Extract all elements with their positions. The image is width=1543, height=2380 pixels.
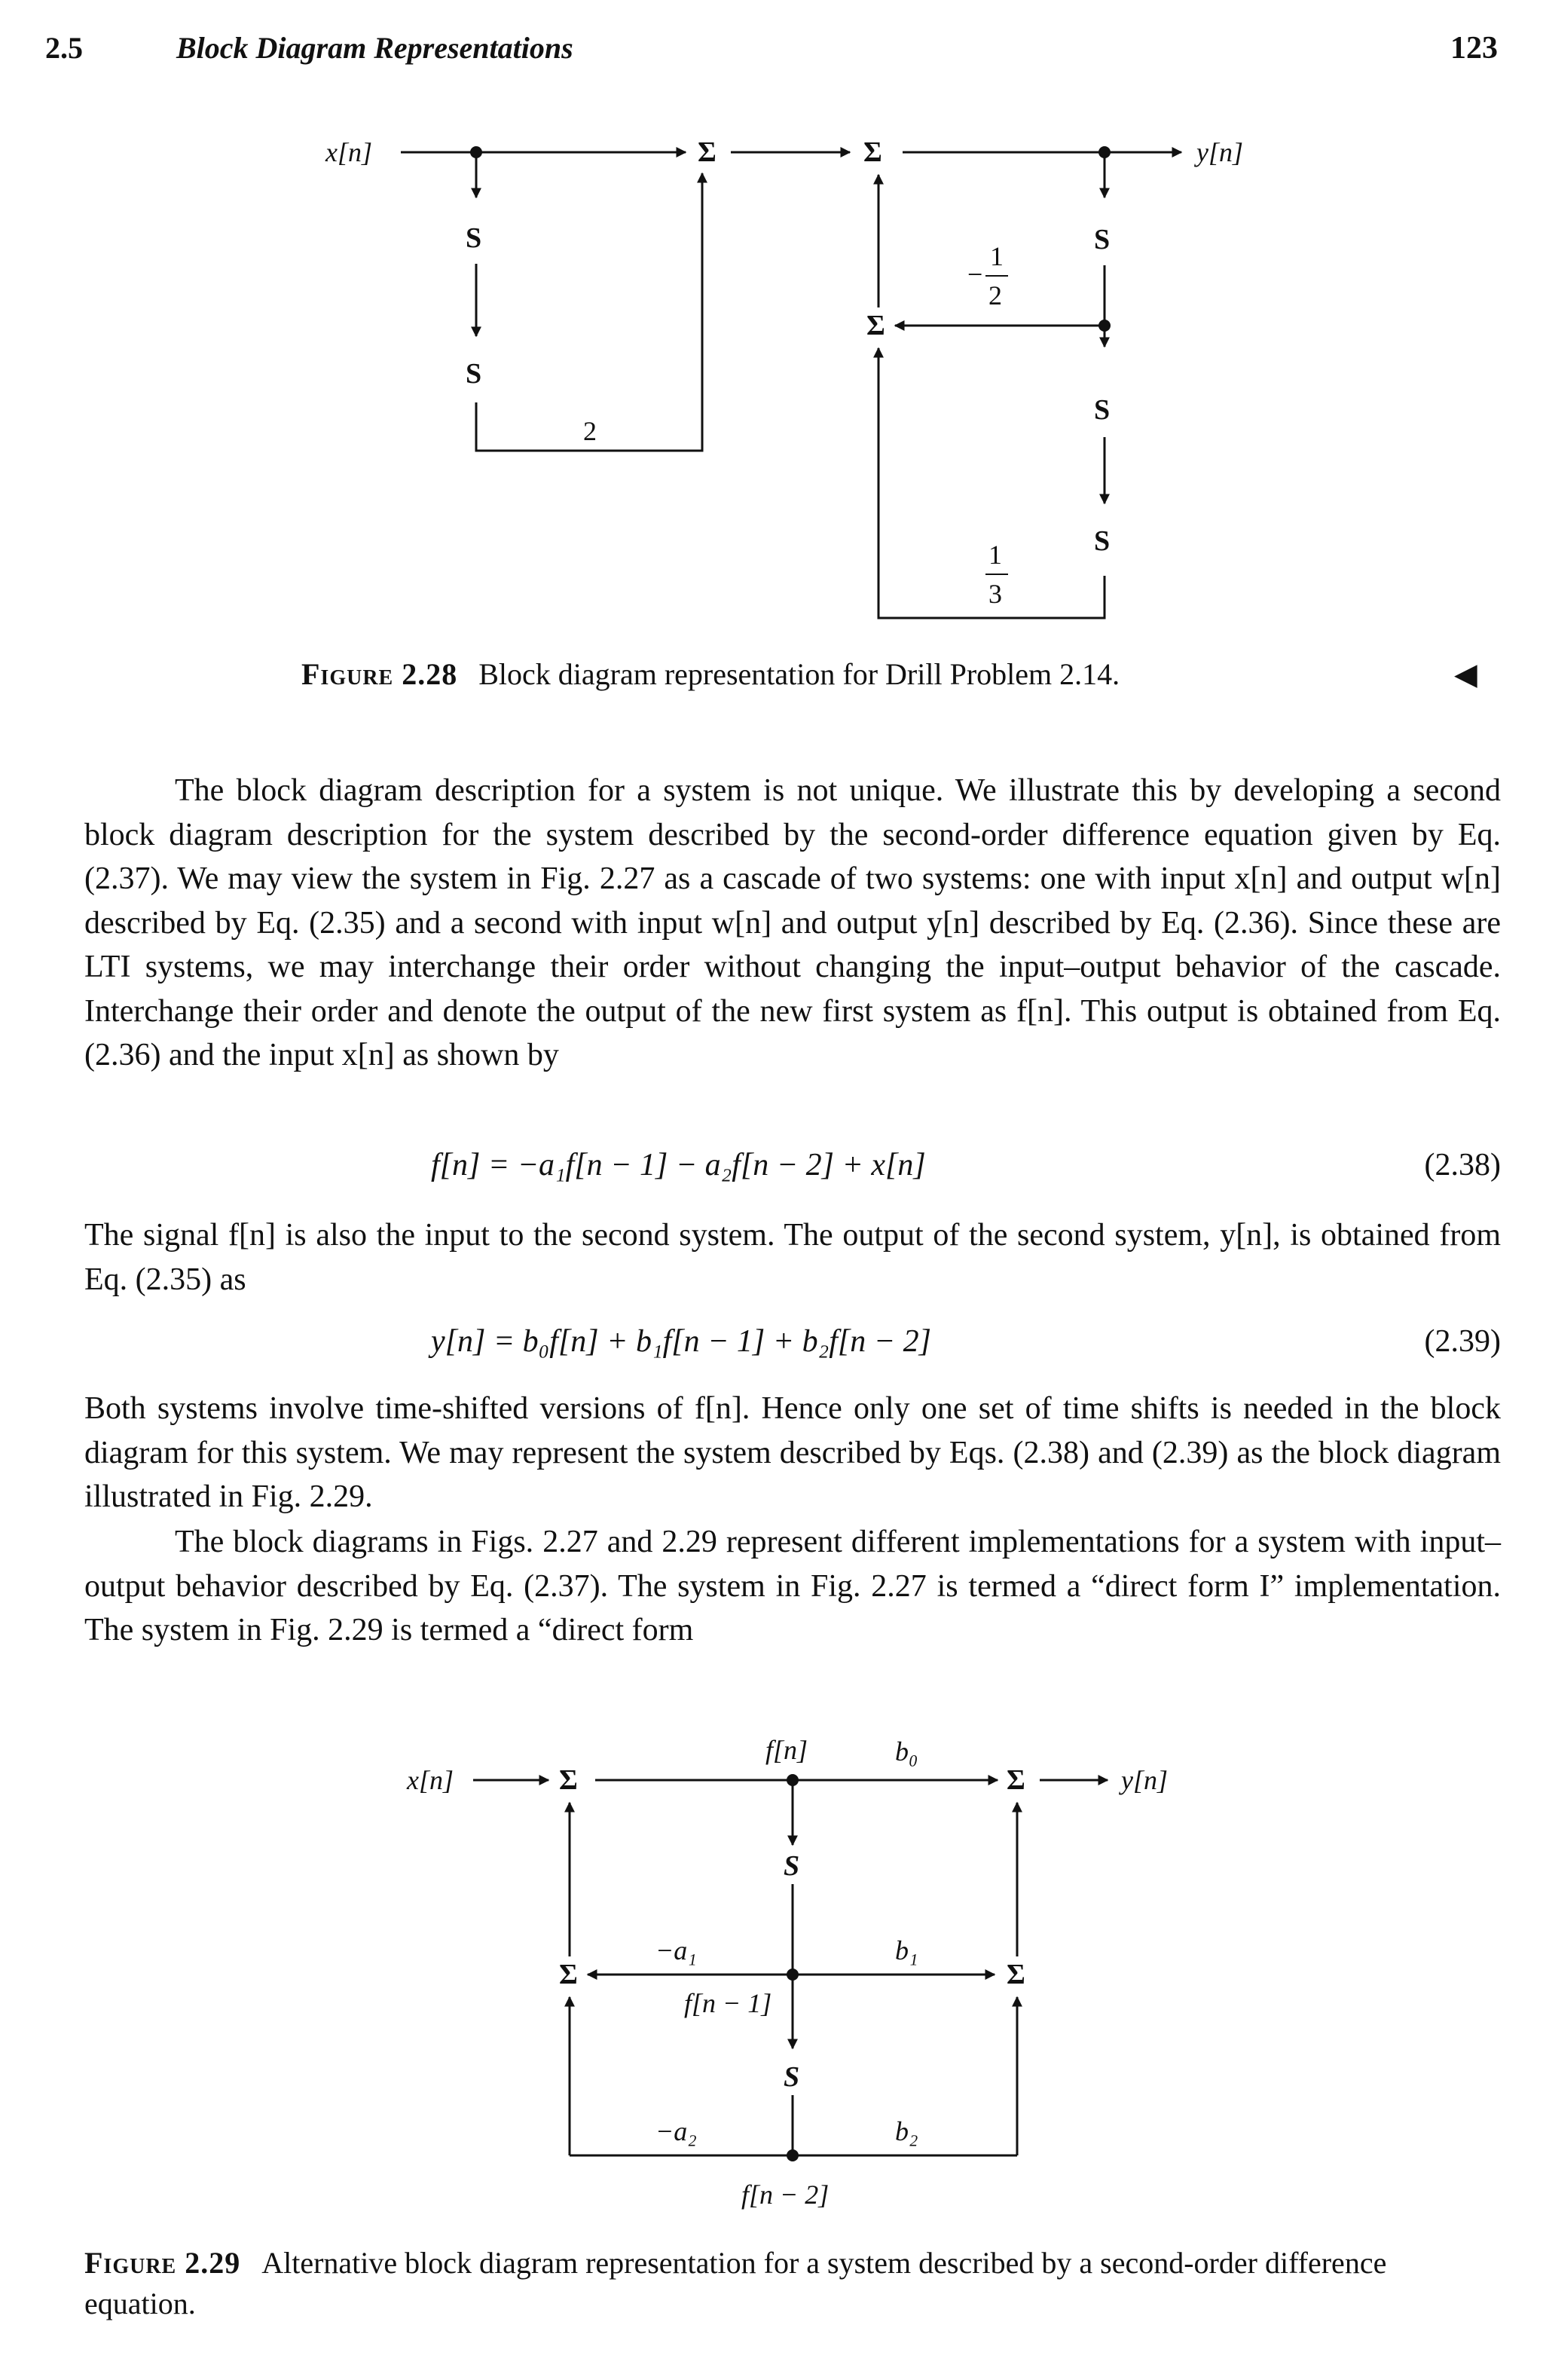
fig28-shift-3: S: [1094, 224, 1110, 255]
equation-expression: y[n] = b₀f[n] + b₁f[n − 1] + b₂f[n − 2]: [431, 1324, 931, 1359]
equation-expression: f[n] = −a₁f[n − 1] − a₂f[n − 2] + x[n]: [431, 1148, 926, 1182]
figure-2-28-diagram: x[n] y[n] Σ Σ Σ S S S S S 2 − 1 2 1 3: [325, 136, 1243, 619]
fig28-input-label: x[n]: [325, 137, 372, 167]
fig29-neg-a1-label: −a₁: [655, 1935, 697, 1965]
fig29-junction-fn1: [787, 1969, 799, 1981]
fig28-junction-mid: [1098, 320, 1111, 332]
fig28-gain-2: 2: [583, 416, 597, 446]
caption-text: Block diagram representation for Drill P…: [478, 657, 1120, 691]
fig29-sum-left-top: Σ: [559, 1764, 578, 1796]
fig29-shift-2: S: [784, 2061, 799, 2093]
caption-text: Alternative block diagram representation…: [84, 2246, 1387, 2320]
fig28-shift-5: S: [1094, 525, 1110, 557]
fig28-junction-input: [470, 146, 482, 158]
figure-label: Figure 2.29: [84, 2246, 241, 2280]
fig28-output-label: y[n]: [1194, 137, 1243, 167]
fig28-third-loop: [873, 347, 1106, 619]
figure-label: Figure 2.28: [301, 657, 458, 691]
fig29-sum-left-mid: Σ: [559, 1959, 578, 1990]
fig29-sum-right-top: Σ: [1007, 1764, 1025, 1796]
fig28-feedforward-loop: [475, 172, 707, 452]
fig28-gain-half-num: 1: [990, 241, 1004, 271]
page-number: 123: [1450, 31, 1498, 66]
section-title: Block Diagram Representations: [176, 31, 573, 65]
fig29-b2-label: b₂: [895, 2116, 918, 2146]
fig28-sum-2: Σ: [863, 136, 882, 168]
fig28-gain-neg-sign: −: [967, 259, 982, 289]
fig29-output-label: y[n]: [1119, 1765, 1168, 1795]
fig28-sum-1: Σ: [698, 136, 717, 168]
fig29-fn1-label: f[n − 1]: [684, 1988, 772, 2018]
figure-2-28-caption: Figure 2.28 Block diagram representation …: [301, 654, 1477, 695]
end-marker-icon: ◀: [1454, 657, 1477, 691]
fig29-junction-fn: [787, 1774, 799, 1786]
fig28-shift-1: S: [466, 222, 481, 254]
fig28-gain-third-den: 3: [988, 579, 1002, 609]
fig28-sum-3: Σ: [866, 310, 885, 341]
figure-2-29-diagram: x[n] y[n] f[n] b₀ −a₁ b₁ f[n − 1] −a₂ b₂…: [406, 1735, 1168, 2210]
fig29-shift-1: S: [784, 1850, 799, 1882]
paragraph-1: The block diagram description for a syst…: [84, 773, 1501, 1072]
fig29-junction-fn2: [787, 2149, 799, 2161]
fig28-gain-half-den: 2: [988, 280, 1002, 311]
fig29-sum-right-mid: Σ: [1007, 1959, 1025, 1990]
fig29-fn-label: f[n]: [765, 1735, 808, 1765]
fig29-fn2-label: f[n − 2]: [741, 2180, 829, 2210]
equation-number: (2.39): [1424, 1324, 1501, 1359]
fig28-junction-output: [1098, 146, 1111, 158]
fig28-shift-4: S: [1094, 394, 1110, 426]
paragraph-2: The signal f[n] is also the input to the…: [84, 1218, 1501, 1297]
paragraph-3: Both systems involve time-shifted versio…: [84, 1391, 1501, 1514]
fig29-neg-a2-label: −a₂: [655, 2116, 697, 2146]
equation-2-39: y[n] = b₀f[n] + b₁f[n − 1] + b₂f[n − 2] …: [84, 1323, 1501, 1369]
equation-number: (2.38): [1424, 1148, 1501, 1182]
running-head: 2.5 Block Diagram Representations 123: [45, 30, 1498, 75]
paragraph-4: The block diagrams in Figs. 2.27 and 2.2…: [84, 1525, 1501, 1647]
fig28-gain-third-num: 1: [988, 540, 1002, 570]
fig28-shift-2: S: [466, 358, 481, 390]
fig29-input-label: x[n]: [406, 1765, 454, 1795]
equation-2-38: f[n] = −a₁f[n − 1] − a₂f[n − 2] + x[n] (…: [84, 1147, 1501, 1192]
fig29-b1-label: b₁: [895, 1935, 918, 1965]
section-number: 2.5: [45, 31, 83, 65]
fig29-b0-label: b₀: [895, 1736, 918, 1767]
